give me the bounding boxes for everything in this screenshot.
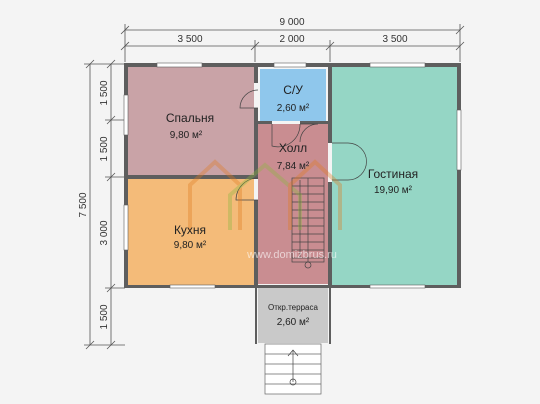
windows bbox=[123, 62, 462, 289]
kitchen-area: 9,80 м² bbox=[174, 240, 207, 251]
room-bathroom bbox=[260, 69, 326, 121]
dim-width-left: 3 500 bbox=[177, 34, 202, 45]
dim-total-height: 7 500 bbox=[78, 192, 89, 217]
living-name: Гостиная bbox=[368, 167, 418, 181]
doors bbox=[235, 89, 367, 201]
kitchen-name: Кухня bbox=[174, 223, 206, 237]
room-kitchen bbox=[128, 179, 254, 285]
bathroom-area: 2,60 м² bbox=[277, 103, 310, 114]
hall-area: 7,84 м² bbox=[277, 161, 310, 172]
stairs bbox=[291, 177, 325, 269]
bedroom-name: Спальня bbox=[166, 111, 214, 125]
dim-width-mid: 2 000 bbox=[279, 34, 304, 45]
room-bedroom bbox=[128, 67, 254, 175]
dim-width-right: 3 500 bbox=[382, 34, 407, 45]
left-dimensions bbox=[84, 59, 125, 350]
dim-height-1: 1 500 bbox=[99, 80, 110, 105]
dim-total-width: 9 000 bbox=[279, 17, 304, 28]
watermark-logo bbox=[188, 159, 342, 230]
dim-height-2: 1 500 bbox=[99, 136, 110, 161]
room-terrace bbox=[258, 288, 328, 343]
top-dimensions bbox=[120, 24, 465, 62]
room-hall bbox=[258, 124, 328, 284]
watermark-text: www.domizbrus.ru bbox=[246, 249, 337, 261]
bathroom-name: С/У bbox=[283, 83, 303, 97]
dim-height-3: 3 000 bbox=[99, 220, 110, 245]
hall-name: Холл bbox=[279, 141, 307, 155]
dim-height-4: 1 500 bbox=[99, 304, 110, 329]
bedroom-area: 9,80 м² bbox=[170, 130, 203, 141]
living-area: 19,90 м² bbox=[374, 185, 413, 196]
terrace-name: Откр.терраса bbox=[268, 303, 318, 312]
room-living bbox=[332, 67, 457, 285]
terrace-area: 2,60 м² bbox=[277, 317, 310, 328]
terrace-steps bbox=[264, 343, 322, 395]
